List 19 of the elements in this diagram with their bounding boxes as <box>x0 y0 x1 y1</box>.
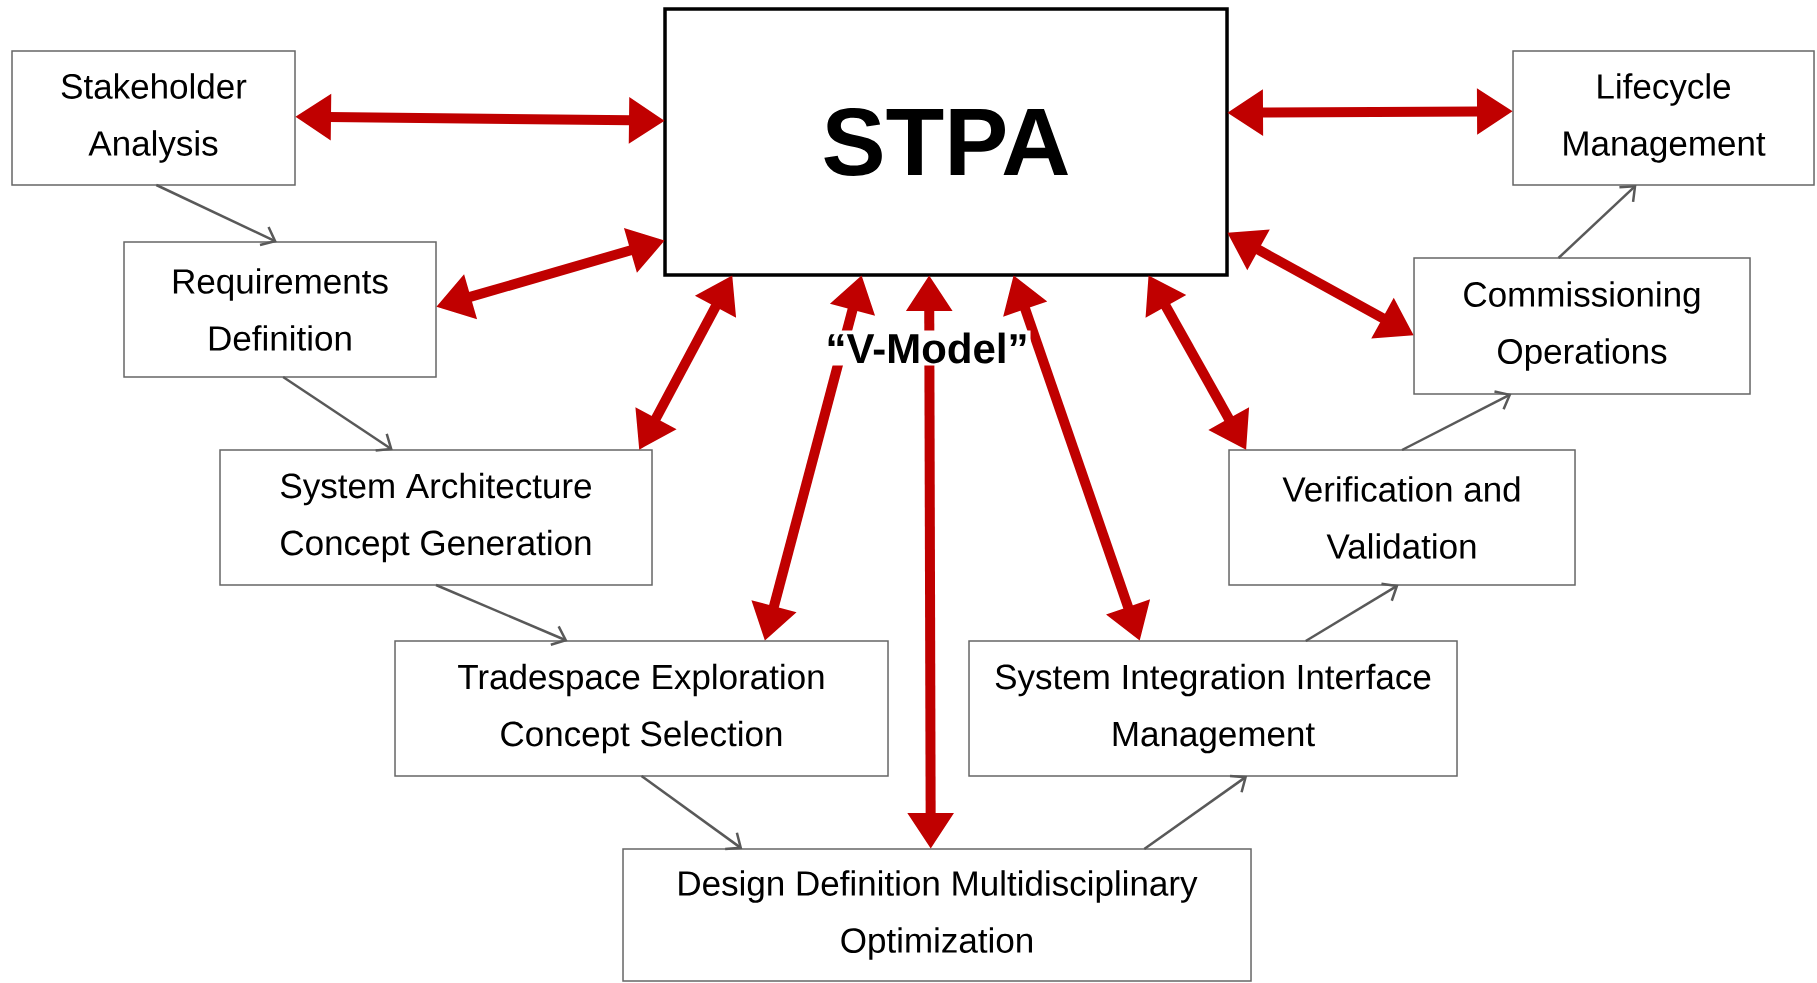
arrow <box>282 375 393 452</box>
process-box: Stakeholder Analysis <box>11 50 296 186</box>
arrow <box>155 183 277 247</box>
stpa-box: STPA <box>663 7 1229 277</box>
process-box: Lifecycle Management <box>1512 50 1815 186</box>
process-box: Verification and Validation <box>1228 449 1576 586</box>
model-label: “V-Model” <box>823 330 1031 366</box>
arrow <box>1401 390 1512 452</box>
arrow <box>1305 582 1399 643</box>
arrow <box>640 775 743 851</box>
process-box: Requirements Definition <box>123 241 437 378</box>
process-box: Commissioning Operations <box>1413 257 1751 395</box>
arrow <box>1143 774 1248 851</box>
arrow <box>1557 185 1637 259</box>
process-box: System Integration Interface Management <box>968 640 1458 777</box>
process-box: Design Definition Multidisciplinary Optimization <box>622 848 1252 982</box>
arrow <box>435 583 568 646</box>
process-box: System Architecture Concept Generation <box>219 449 653 586</box>
process-box: Tradespace Exploration Concept Selection <box>394 640 889 777</box>
